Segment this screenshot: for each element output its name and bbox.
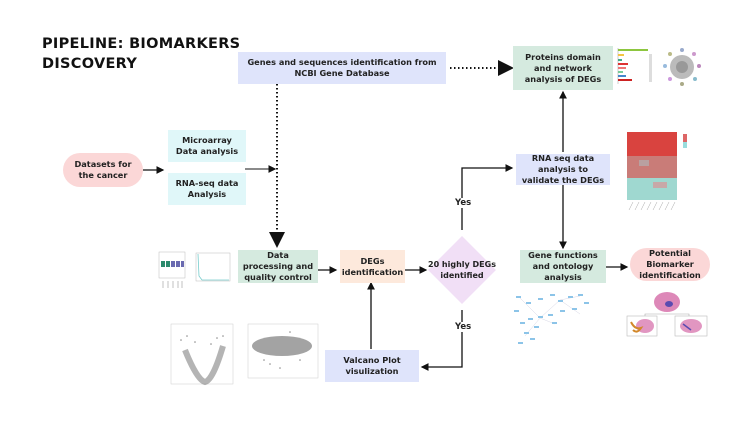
gene-network-thumbnail bbox=[514, 294, 589, 344]
decision-label: 20 highly DEGs identified bbox=[428, 260, 496, 280]
boxplot-thumbnail bbox=[158, 251, 186, 288]
protein-structure-thumbnail bbox=[626, 292, 708, 337]
node-biomarker[interactable]: Potential Biomarker identification bbox=[630, 248, 710, 281]
node-ncbi[interactable]: Genes and sequences identification from … bbox=[238, 52, 446, 84]
node-rnaseq-analysis[interactable]: RNA-seq data Analysis bbox=[168, 173, 246, 205]
node-degs[interactable]: DEGs identification bbox=[340, 250, 405, 283]
node-gene-functions[interactable]: Gene functions and ontology analysis bbox=[520, 250, 606, 283]
title-line-2: DISCOVERY bbox=[42, 56, 138, 72]
node-data-processing[interactable]: Data processing and quality control bbox=[238, 250, 318, 283]
line-plot-thumbnail bbox=[195, 252, 231, 282]
edge-decision-volcano bbox=[420, 310, 463, 371]
yes-label-up: Yes bbox=[454, 198, 473, 208]
node-decision[interactable]: 20 highly DEGs identified bbox=[428, 236, 496, 304]
heatmap-thumbnail bbox=[627, 132, 687, 211]
title-line-1: PIPELINE: BIOMARKERS bbox=[42, 36, 241, 52]
edge-decision-rnaseq bbox=[461, 164, 514, 230]
node-microarray[interactable]: Microarray Data analysis bbox=[168, 130, 246, 162]
yes-label-down: Yes bbox=[454, 322, 473, 332]
bar-chart-thumbnail bbox=[615, 46, 655, 88]
node-rnaseq-validate[interactable]: RNA seq data analysis to validate the DE… bbox=[516, 153, 610, 185]
ma-plot-thumbnail bbox=[247, 323, 319, 379]
node-proteins[interactable]: Proteins domain and network analysis of … bbox=[513, 46, 613, 90]
volcano-plot-thumbnail bbox=[170, 323, 234, 386]
ppi-network-thumbnail bbox=[663, 48, 701, 86]
node-datasets[interactable]: Datasets for the cancer bbox=[63, 153, 143, 187]
page-title: PIPELINE: BIOMARKERS DISCOVERY bbox=[42, 34, 240, 74]
node-volcano[interactable]: Valcano Plot visulization bbox=[325, 350, 419, 382]
